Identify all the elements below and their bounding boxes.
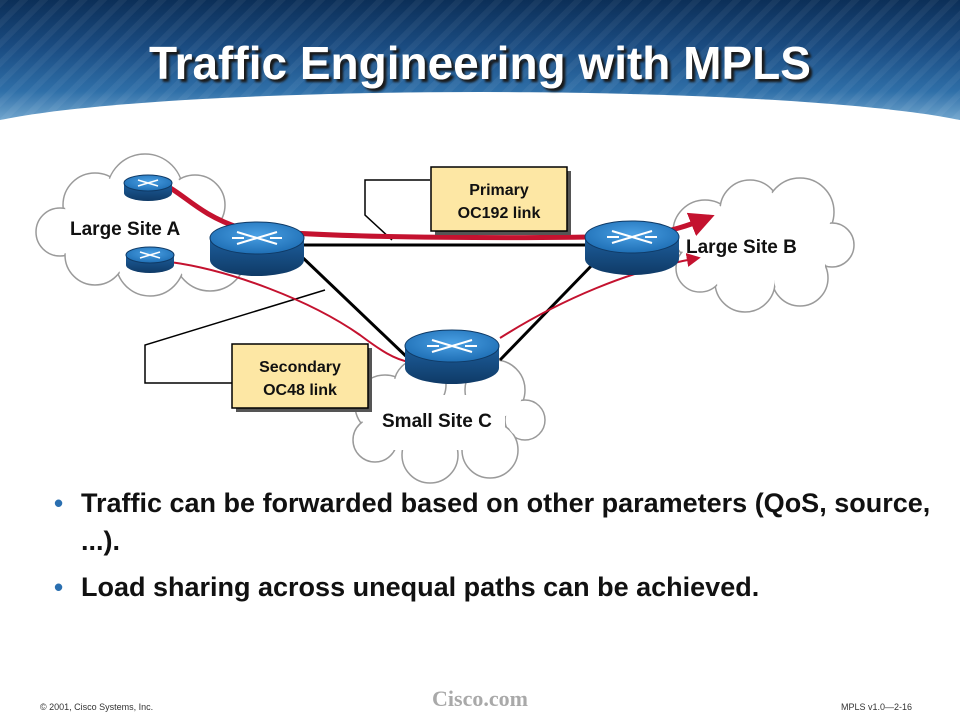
bullet-dot-icon: • <box>54 488 64 518</box>
label-site-c: Small Site C <box>382 411 492 432</box>
callout-leaders <box>144 179 430 384</box>
bullet-item: • Traffic can be forwarded based on othe… <box>52 484 932 560</box>
bullet-item: • Load sharing across unequal paths can … <box>52 568 932 606</box>
bullet-list: • Traffic can be forwarded based on othe… <box>52 484 932 614</box>
callout-secondary-line2: OC48 link <box>263 382 337 399</box>
callout-primary-line1: Primary <box>469 182 529 199</box>
callout-secondary-line1: Secondary <box>259 359 341 376</box>
label-site-a: Large Site A <box>70 219 180 240</box>
footer-slide-id: MPLS v1.0—2-16 <box>840 702 912 712</box>
callout-primary: Primary OC192 link <box>430 166 571 235</box>
router-site-a-small-2 <box>125 246 175 273</box>
callout-primary-line2: OC192 link <box>458 205 541 222</box>
router-site-c-core <box>404 329 500 384</box>
bullet-text: Load sharing across unequal paths can be… <box>81 572 760 602</box>
router-site-b-core <box>584 220 680 275</box>
label-site-b: Large Site B <box>686 237 797 258</box>
title-banner <box>0 0 960 140</box>
footer-brand: Cisco.com <box>432 686 528 711</box>
network-diagram: Primary OC192 link Secondary OC48 link L… <box>35 153 855 484</box>
footer-copyright: © 2001, Cisco Systems, Inc. <box>40 702 154 712</box>
slide-title: Traffic Engineering with MPLS <box>149 37 811 89</box>
callout-secondary: Secondary OC48 link <box>231 343 372 412</box>
router-site-a-small-1 <box>123 174 173 201</box>
bullet-dot-icon: • <box>54 572 64 602</box>
bullet-text: Traffic can be forwarded based on other … <box>81 488 931 556</box>
router-site-a-core <box>209 221 305 276</box>
